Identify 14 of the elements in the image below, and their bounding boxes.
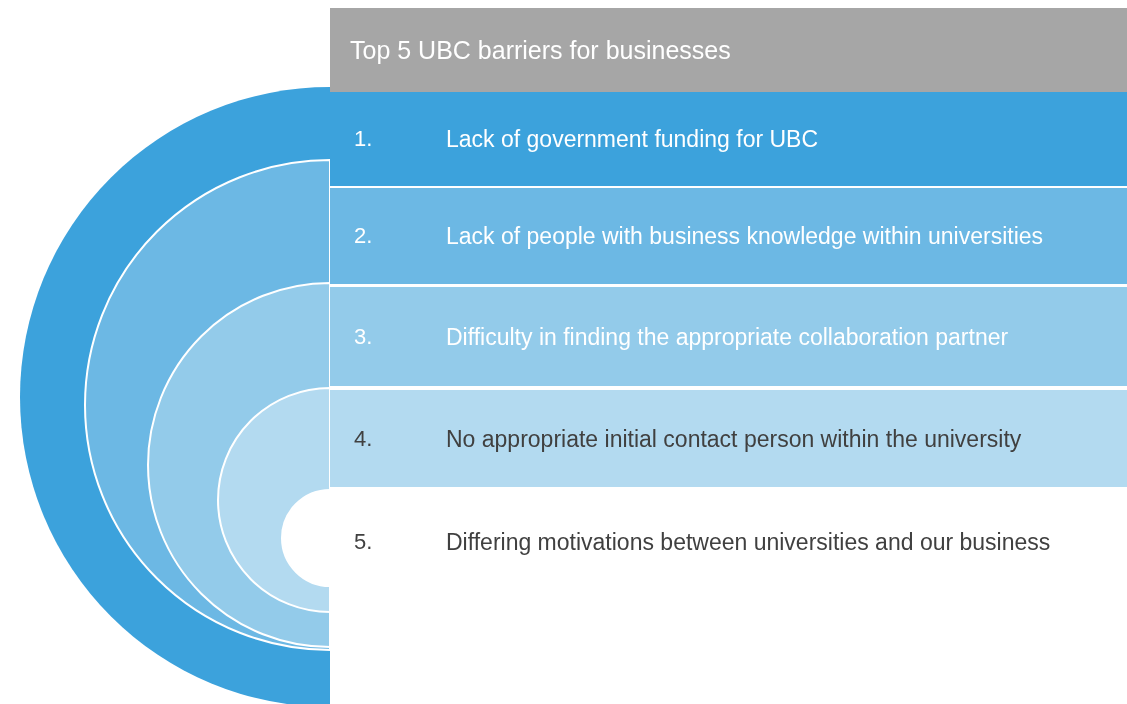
table-row	[330, 287, 1127, 386]
row-number: 1.	[354, 126, 373, 152]
barrier-text: No appropriate initial contact person within the university	[446, 424, 1023, 454]
table-row	[330, 188, 1127, 284]
row-number: 3.	[354, 323, 373, 350]
row-number: 5.	[354, 529, 373, 555]
row-number: 4.	[354, 425, 373, 452]
barrier-text: Differing motivations between universities and our business	[446, 527, 1052, 557]
barrier-text: Lack of government funding for UBC	[446, 124, 820, 154]
barrier-text: Lack of people with business knowledge within universities	[446, 221, 1045, 251]
table-row	[330, 92, 1127, 186]
barrier-text: Difficulty in finding the appropriate collaboration partner	[446, 322, 1010, 352]
row-number: 2.	[354, 223, 373, 249]
table-title: Top 5 UBC barriers for businesses	[350, 35, 731, 65]
